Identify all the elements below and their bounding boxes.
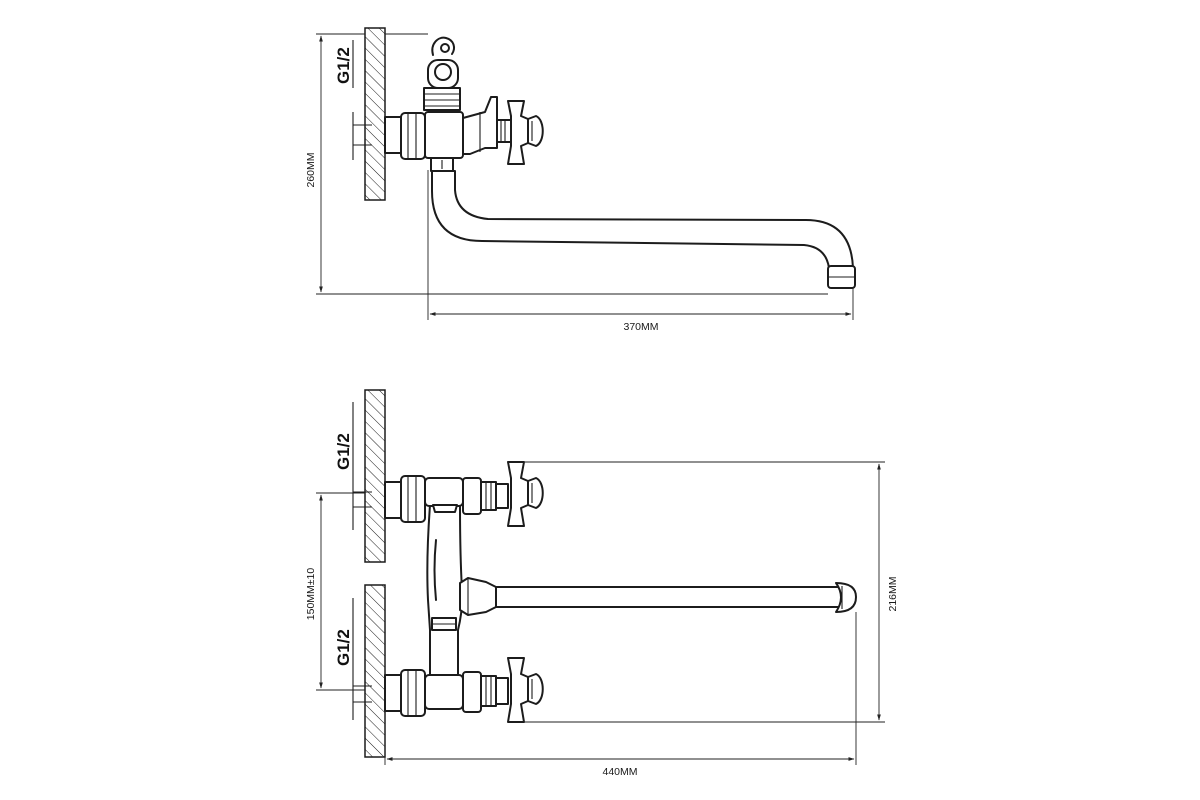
cross-handle-lower: [507, 657, 529, 723]
side-view: G1/2 260MM 370MM: [305, 27, 856, 333]
cross-handle-upper: [507, 461, 529, 527]
wall-flange-side: [384, 116, 402, 154]
front-width-label: 440MM: [602, 766, 637, 778]
spout-front: [495, 586, 851, 608]
side-thread-label: G1/2: [334, 47, 353, 84]
side-reach-label: 370MM: [623, 321, 658, 333]
cross-handle-side: [507, 100, 529, 165]
wall-flange-upper: [384, 481, 402, 519]
center-distance-label: 150MM±10: [305, 568, 317, 621]
wall-section-upper: [364, 389, 386, 563]
wall-flange-lower: [384, 674, 402, 712]
spout-swivel: [459, 577, 497, 616]
aerator-front: [835, 582, 857, 613]
front-view: G1/2 G1/2 150MM±10 216MM 440MM: [305, 389, 899, 778]
front-height-label: 216MM: [887, 576, 899, 611]
wall-section-side: [364, 27, 386, 201]
side-height-label: 260MM: [305, 152, 317, 187]
wall-section-lower: [364, 584, 386, 758]
front-thread-label-lower: G1/2: [334, 629, 353, 666]
mixer-body-front: [426, 504, 464, 681]
mixer-body-side: [424, 111, 464, 159]
spout-side: [431, 170, 854, 269]
front-thread-label-upper: G1/2: [334, 433, 353, 470]
